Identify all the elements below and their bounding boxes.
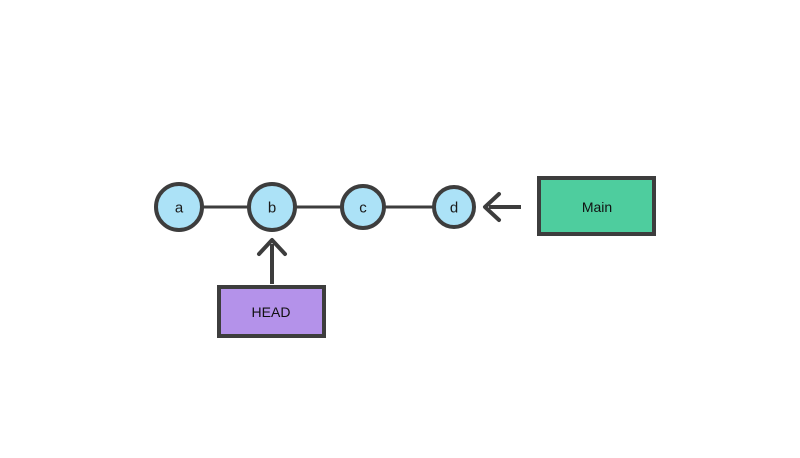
- commit-label-b: b: [268, 200, 276, 217]
- commit-circle-b: [247, 182, 297, 232]
- main-branch-label[interactable]: Main: [537, 176, 656, 236]
- commit-label-a: a: [175, 200, 184, 217]
- head-pointer-box: [217, 285, 326, 338]
- commit-label-d: d: [450, 200, 458, 217]
- commit-circle-a: [154, 182, 204, 232]
- commit-circle-d: [432, 185, 476, 229]
- commit-circle-c: [340, 184, 386, 230]
- main-branch-box: [537, 176, 656, 236]
- head-pointer-label[interactable]: HEAD: [217, 285, 326, 338]
- commit-node-a[interactable]: a: [154, 182, 204, 232]
- main-branch-text: Main: [582, 199, 612, 215]
- commit-node-b[interactable]: b: [247, 182, 297, 232]
- head-pointer-text: HEAD: [252, 304, 291, 320]
- head-to-b-arrow: [257, 238, 287, 284]
- commit-label-c: c: [359, 200, 367, 217]
- head-arrow-head: [257, 238, 287, 256]
- main-arrow-head: [483, 192, 501, 222]
- commit-node-c[interactable]: c: [340, 184, 386, 230]
- commit-node-d[interactable]: d: [432, 185, 476, 229]
- main-to-d-arrow: [483, 192, 521, 222]
